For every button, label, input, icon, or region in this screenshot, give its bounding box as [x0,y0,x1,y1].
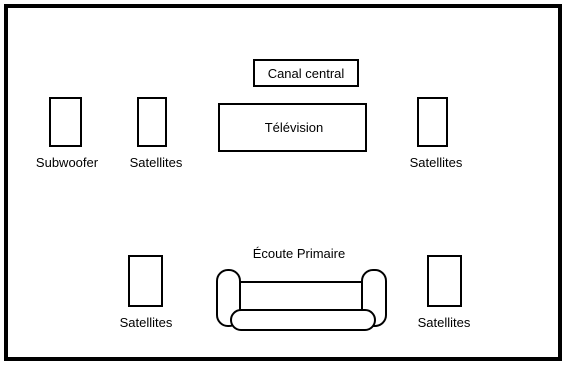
rear-left-satellite-label: Satellites [120,315,173,330]
center-channel-box [253,59,359,87]
center-channel-label: Canal central [268,66,345,81]
front-right-satellite-label: Satellites [410,155,463,170]
front-left-satellite-box [137,97,167,147]
front-right-satellite-box [417,97,448,147]
sofa-icon [216,269,387,331]
rear-right-satellite-label: Satellites [418,315,471,330]
primary-listening-label: Écoute Primaire [253,246,345,261]
rear-left-satellite-box [128,255,163,307]
front-left-satellite-label: Satellites [130,155,183,170]
television-label: Télévision [265,120,324,135]
rear-right-satellite-box [427,255,462,307]
subwoofer-label: Subwoofer [36,155,99,170]
television-box [218,103,367,152]
subwoofer-box [49,97,82,147]
